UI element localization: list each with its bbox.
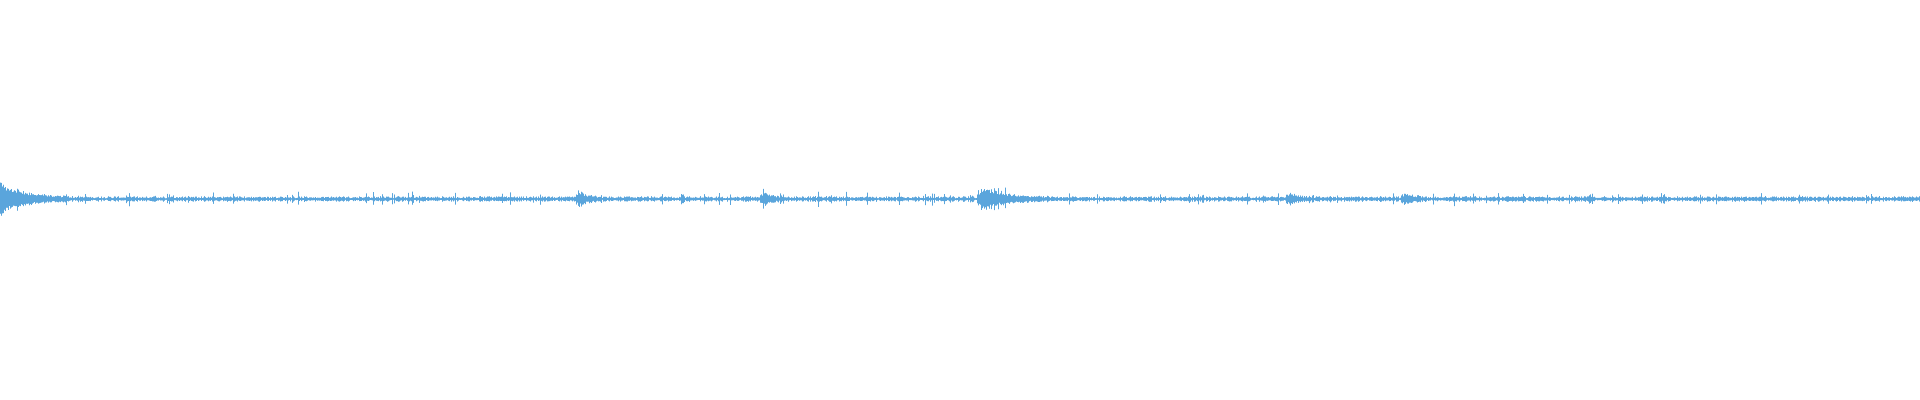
waveform-samples	[0, 182, 1920, 216]
